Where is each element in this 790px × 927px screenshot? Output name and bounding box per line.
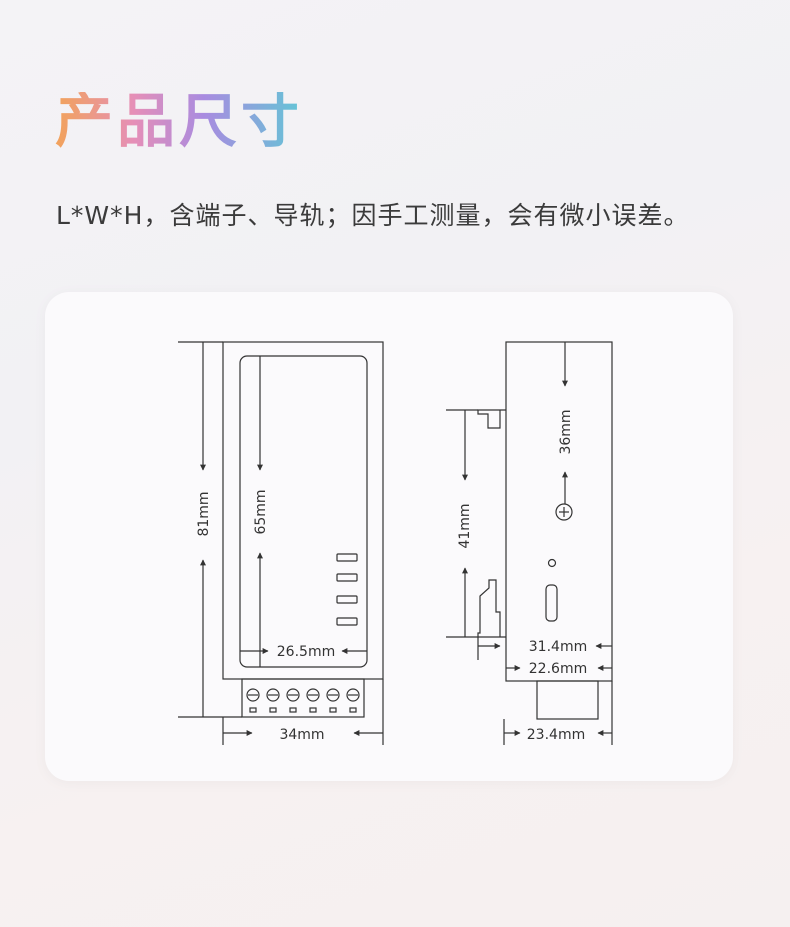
indicator-dot [547,558,557,568]
terminal-screws [246,688,360,713]
led-indicator [336,595,358,604]
screw-icon [555,503,573,521]
dim-label-36mm: 36mm [558,409,574,454]
front-view [178,341,384,745]
front-body [222,341,384,680]
diagram-card [45,292,733,781]
din-rail-clip-lower [477,579,506,638]
terminal-block [241,678,365,718]
page-subtitle: L*W*H，含端子、导轨；因手工测量，会有微小误差。 [56,201,690,230]
led-indicator [336,573,358,582]
side-terminal [536,680,599,720]
page-title: 产品尺寸 [55,87,304,155]
front-label-window [239,355,368,668]
led-indicator [336,617,358,626]
dim-label-22-6mm: 22.6mm [529,661,587,677]
dim-label-26-5mm: 26.5mm [277,644,335,660]
side-port [545,584,558,622]
dim-label-23-4mm: 23.4mm [527,727,585,743]
dim-label-81mm: 81mm [196,491,212,536]
dim-label-31-4mm: 31.4mm [529,639,587,655]
side-view [446,341,613,745]
dim-label-65mm: 65mm [253,489,269,534]
din-rail-clip [477,409,506,429]
dim-label-34mm: 34mm [279,727,324,743]
led-indicator [336,553,358,562]
dim-label-41mm: 41mm [457,503,473,548]
